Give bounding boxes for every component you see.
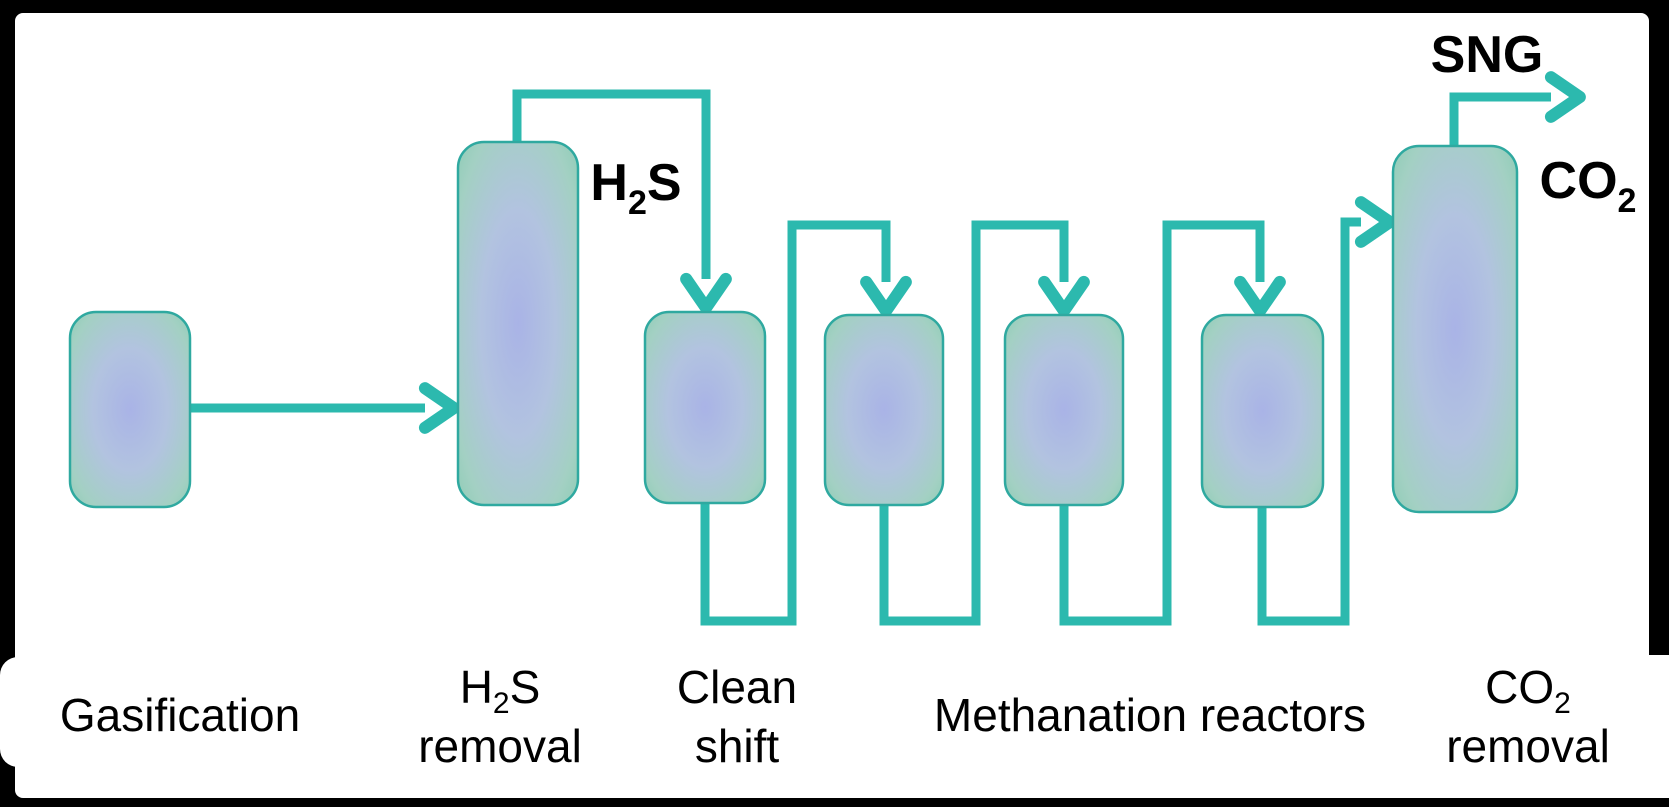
svg-text:removal: removal — [1446, 720, 1610, 772]
vessel-methanation-1 — [823, 313, 945, 507]
pipe-h2s-removal-to-clean-shift — [512, 89, 732, 314]
pipe-methanation-1-to-2 — [879, 220, 1090, 626]
pipe-methanation-2-to-3 — [1059, 220, 1286, 626]
vessel-methanation-3 — [1200, 313, 1325, 509]
svg-text:Clean: Clean — [677, 661, 797, 713]
vessel-gasification — [68, 310, 192, 509]
co2-stream-label: CO2 — [1540, 152, 1637, 220]
svg-text:H2S: H2S — [460, 661, 541, 720]
pipe-sng-outlet — [1449, 71, 1586, 146]
vessel-methanation-2 — [1003, 313, 1125, 507]
svg-text:shift: shift — [695, 720, 780, 772]
clean-shift-label: Clean shift — [677, 661, 797, 772]
methanation-reactors-label: Methanation reactors — [934, 689, 1366, 741]
vessel-h2s-removal — [456, 140, 580, 507]
vessel-clean-shift — [643, 310, 767, 505]
co2-removal-label: CO2 removal — [1446, 661, 1610, 772]
vessel-co2-removal — [1391, 144, 1519, 514]
svg-text:removal: removal — [418, 720, 582, 772]
sng-stream-label: SNG — [1431, 26, 1544, 84]
svg-text:CO2: CO2 — [1485, 661, 1571, 720]
pipe-methanation-3-to-co2-removal — [1257, 196, 1396, 626]
pipe-clean-shift-to-methanation-1 — [700, 220, 912, 626]
h2s-removal-label: H2S removal — [418, 661, 582, 772]
h2s-stream-label: H2S — [590, 154, 681, 222]
gasification-label: Gasification — [60, 689, 300, 741]
